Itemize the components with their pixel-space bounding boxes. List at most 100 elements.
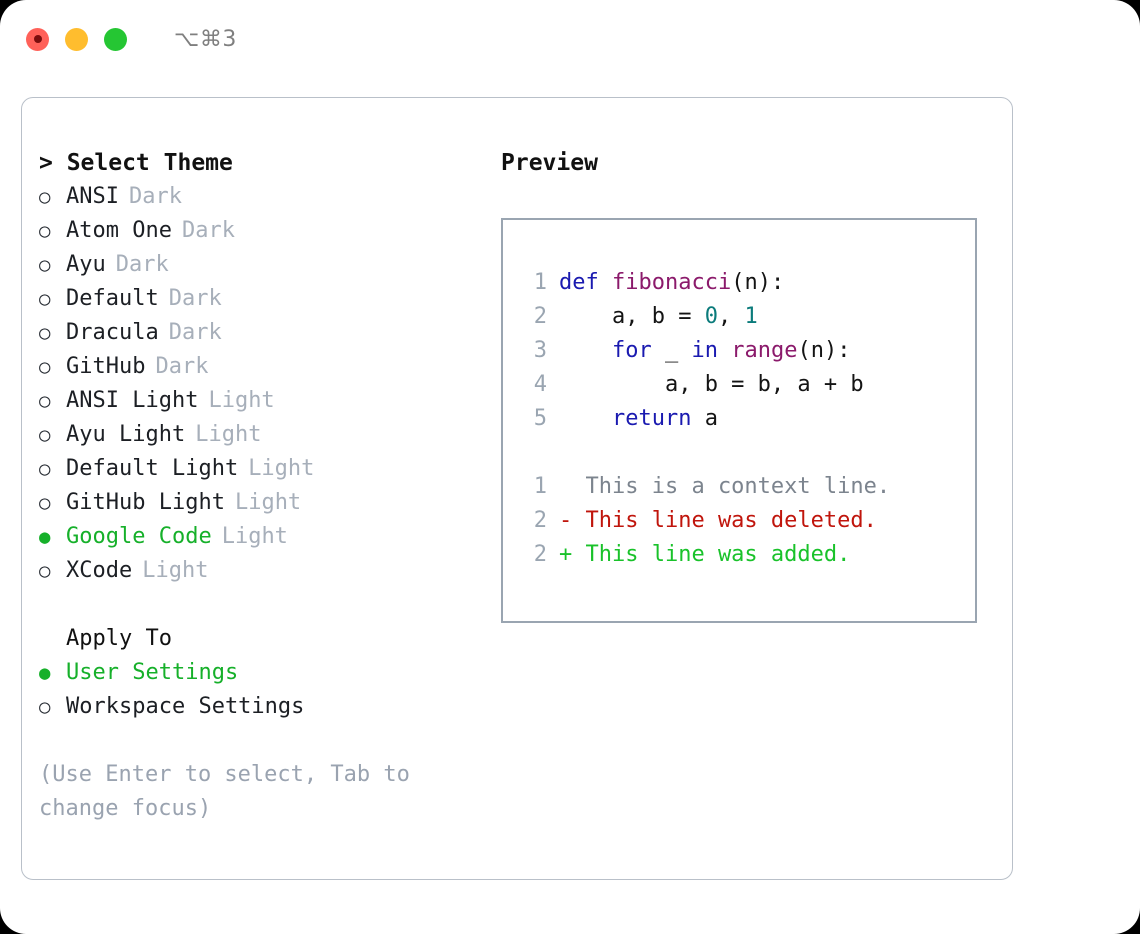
apply-to-option-label: User Settings [66,660,239,685]
theme-option-label: GitHub Light [66,490,225,515]
radio-unselected-icon[interactable]: ○ [39,696,51,718]
theme-option[interactable]: ● Google Code Light [39,520,499,554]
theme-option-label: Default Light [66,456,239,481]
theme-option[interactable]: ○ Dracula Dark [39,316,499,350]
line-number: 3 [533,338,547,363]
radio-unselected-icon[interactable]: ○ [39,390,51,412]
code-token-plain: a, b = [559,304,705,329]
radio-unselected-icon[interactable]: ○ [39,458,51,480]
radio-unselected-icon[interactable]: ○ [39,254,51,276]
apply-to-list[interactable]: ● User Settings ○ Workspace Settings [39,656,499,724]
theme-option-label: XCode [66,558,133,583]
theme-option-tag: Dark [115,252,169,277]
code-token-kw: in [691,338,718,363]
line-number: 4 [533,372,547,397]
theme-option[interactable]: ○ GitHub Dark [39,350,499,384]
code-line-text: a, b = b, a + b [559,368,864,402]
code-token-num: 1 [744,304,758,329]
radio-unselected-icon[interactable]: ○ [39,560,51,582]
theme-option-label: Dracula [66,320,159,345]
theme-option-tag: Dark [168,320,222,345]
code-line-text: def fibonacci(n): [559,266,784,300]
theme-option[interactable]: ○ ANSI Light Light [39,384,499,418]
apply-to-title: Apply To [66,626,172,651]
line-number: 2 [533,304,547,329]
theme-picker-title: > Select Theme [39,150,233,176]
theme-option[interactable]: ○ XCode Light [39,554,499,588]
line-number: 2 [533,508,547,533]
apply-to-option[interactable]: ● User Settings [39,656,499,690]
theme-option[interactable]: ○ ANSI Dark [39,180,499,214]
code-line-text: return a [559,402,718,436]
code-token-kw: return [611,406,692,431]
radio-selected-icon[interactable]: ● [39,526,51,548]
code-token-plain: , [717,304,745,329]
theme-option-tag: Dark [128,184,182,209]
code-line-text: for _ in range(n): [559,334,850,368]
theme-option-tag: Light [221,524,288,549]
code-token-plain: a, b = b, a + b [559,372,864,397]
theme-option-tag: Dark [155,354,209,379]
theme-option-label: ANSI Light [66,388,199,413]
code-token-plain: (n): [731,270,785,295]
minimize-window-icon[interactable] [65,27,88,51]
theme-option-label: Google Code [66,524,212,549]
theme-option[interactable]: ○ Default Light Light [39,452,499,486]
line-number: 5 [533,406,547,431]
code-token-plain [718,338,731,363]
theme-option-tag: Dark [181,218,235,243]
code-token-plain: _ [651,338,692,363]
theme-option-label: GitHub [66,354,146,379]
line-number: 2 [533,542,547,567]
theme-option-label: Ayu [66,252,106,277]
theme-option-tag: Light [142,558,209,583]
radio-selected-icon[interactable]: ● [39,662,51,684]
theme-option-tag: Light [208,388,275,413]
radio-unselected-icon[interactable]: ○ [39,186,51,208]
keyboard-hint: (Use Enter to select, Tab to change focu… [39,762,410,821]
preview-title: Preview [501,150,598,176]
theme-option-label: Ayu Light [66,422,186,447]
theme-option-tag: Light [195,422,262,447]
theme-option[interactable]: ○ Ayu Light Light [39,418,499,452]
radio-unselected-icon[interactable]: ○ [39,288,51,310]
diff-line: 2 + This line was added. [521,538,890,572]
line-number: 1 [533,474,547,499]
code-token-kw: for [611,338,652,363]
theme-option-label: Default [66,286,159,311]
diff-line: 1 This is a context line. [521,470,890,504]
code-line: 3 for _ in range(n): [521,334,890,368]
radio-unselected-icon[interactable]: ○ [39,322,51,344]
code-line: 1 def fibonacci(n): [521,266,890,300]
code-token-fn: fibonacci [611,270,732,295]
diff-line-text-ctx: This is a context line. [559,474,891,499]
apply-to-section: Apply To ● User Settings ○ Workspace Settin… [39,622,499,724]
radio-unselected-icon[interactable]: ○ [39,220,51,242]
code-token-plain: a [691,406,718,431]
theme-option-label: ANSI [66,184,119,209]
line-number: 1 [533,270,547,295]
radio-unselected-icon[interactable]: ○ [39,492,51,514]
traffic-light-buttons [26,27,127,51]
close-window-icon[interactable] [26,27,49,51]
maximize-window-icon[interactable] [104,27,127,51]
diff-line: 2 - This line was deleted. [521,504,890,538]
code-token-plain [559,338,612,363]
radio-unselected-icon[interactable]: ○ [39,356,51,378]
diff-line-text-del: - This line was deleted. [559,508,877,533]
diff-line-text-add: + This line was added. [559,542,851,567]
apply-to-option[interactable]: ○ Workspace Settings [39,690,499,724]
theme-option[interactable]: ○ Ayu Dark [39,248,499,282]
title-bar: ⌥⌘3 [0,0,1140,78]
apply-to-option-label: Workspace Settings [66,694,305,719]
radio-unselected-icon[interactable]: ○ [39,424,51,446]
keyboard-shortcut-label: ⌥⌘3 [174,26,237,52]
theme-option-tag: Light [248,456,315,481]
